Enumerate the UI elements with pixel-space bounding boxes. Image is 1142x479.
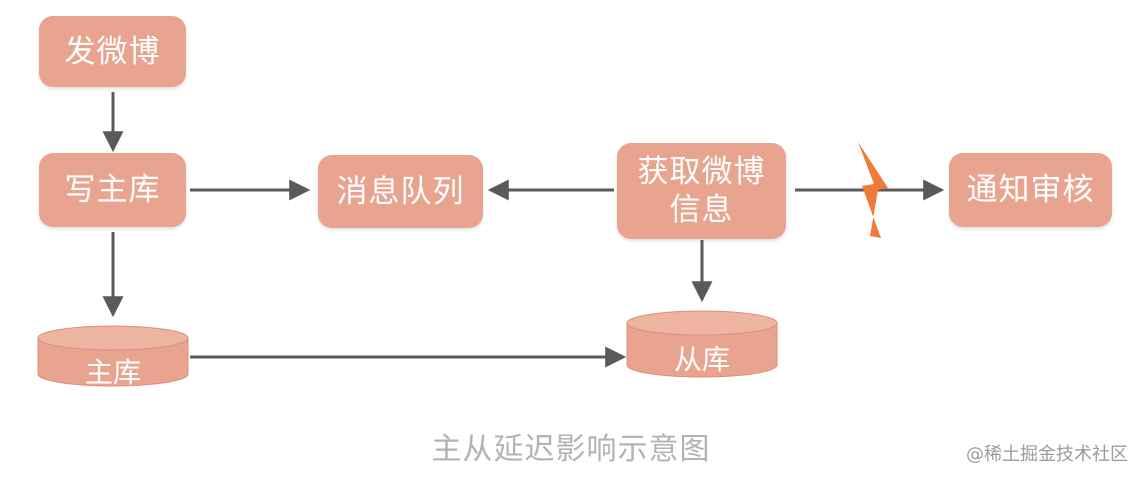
fetch-weibo-node: 获取微博 信息 bbox=[617, 143, 786, 239]
write-master-node: 写主库 bbox=[39, 153, 186, 227]
notify-review-node: 通知审核 bbox=[949, 153, 1112, 227]
lightning-bolt-icon bbox=[858, 142, 888, 238]
message-queue-label: 消息队列 bbox=[336, 173, 465, 210]
post-weibo-label: 发微博 bbox=[64, 33, 161, 70]
message-queue-node: 消息队列 bbox=[318, 155, 483, 228]
notify-review-label: 通知审核 bbox=[966, 172, 1095, 208]
fetch-weibo-label-line2: 信息 bbox=[669, 192, 734, 228]
fetch-weibo-label-line1: 获取微博 bbox=[637, 154, 766, 190]
slave-db-label: 从库 bbox=[673, 343, 730, 376]
master-db-cylinder bbox=[37, 325, 189, 387]
master-db-label: 主库 bbox=[84, 356, 141, 389]
write-master-label: 写主库 bbox=[64, 172, 161, 208]
slave-db-cylinder bbox=[626, 310, 778, 378]
post-weibo-node: 发微博 bbox=[39, 16, 186, 87]
watermark: @稀土掘金技术社区 bbox=[966, 444, 1128, 465]
diagram-caption: 主从延迟影响示意图 bbox=[431, 432, 711, 467]
